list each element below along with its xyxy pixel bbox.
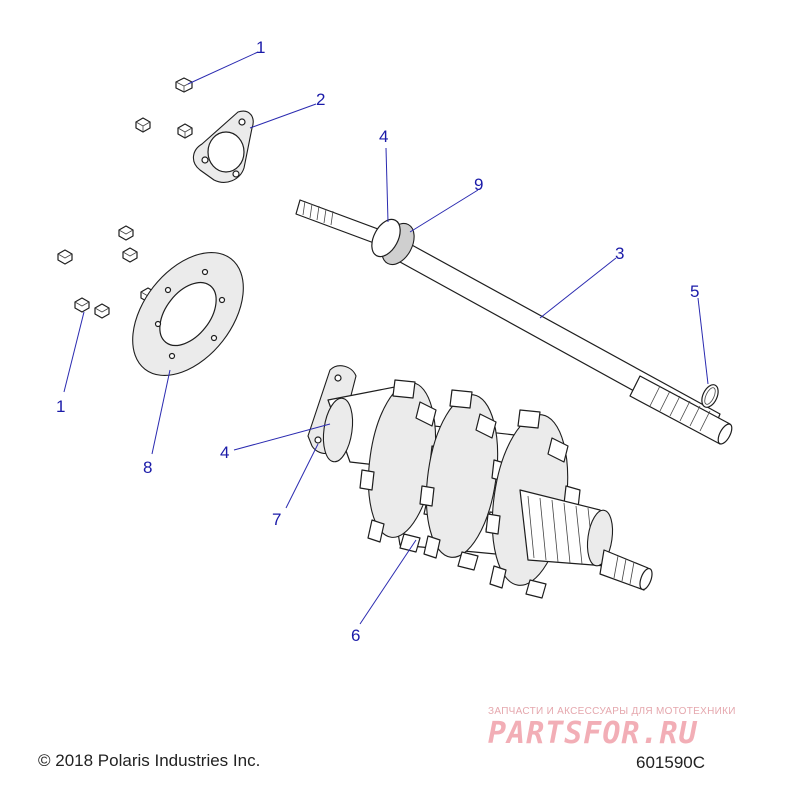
- o-ring: [701, 384, 719, 408]
- callout-6: 6: [351, 626, 360, 645]
- leader-lines: [63, 51, 709, 625]
- round-gasket: [132, 251, 244, 377]
- shaft-collar: [371, 218, 415, 266]
- callout-4-bottom: 4: [220, 443, 229, 462]
- callout-8: 8: [143, 458, 152, 477]
- bolt-top-3: [177, 123, 193, 139]
- bolt-left-6: [94, 303, 110, 319]
- watermark-tagline: ЗАПЧАСТИ И АКСЕССУАРЫ ДЛЯ МОТОТЕХНИКИ: [488, 706, 736, 717]
- triangle-gasket: [192, 110, 254, 183]
- diagram-id: 601590C: [636, 753, 706, 772]
- callout-1-left: 1: [56, 397, 65, 416]
- callout-3: 3: [615, 244, 624, 263]
- copyright-notice: © 2018 Polaris Industries Inc.: [38, 751, 261, 770]
- watermark-logo: PARTSFOR.RU: [488, 716, 698, 751]
- bolt-left-2: [118, 225, 134, 241]
- long-shaft: [295, 199, 733, 445]
- bolt-top-2: [135, 117, 151, 133]
- callout-1-top: 1: [256, 38, 265, 57]
- bolt-top-1: [175, 77, 193, 93]
- callout-7: 7: [272, 510, 281, 529]
- bolt-left-1: [57, 249, 73, 265]
- callout-2: 2: [316, 90, 325, 109]
- callout-4-top: 4: [379, 127, 388, 146]
- callout-5: 5: [690, 282, 699, 301]
- bolt-left-3: [122, 247, 138, 263]
- callout-9: 9: [474, 175, 483, 194]
- bolt-left-5: [74, 297, 90, 313]
- drive-axle: [322, 379, 653, 599]
